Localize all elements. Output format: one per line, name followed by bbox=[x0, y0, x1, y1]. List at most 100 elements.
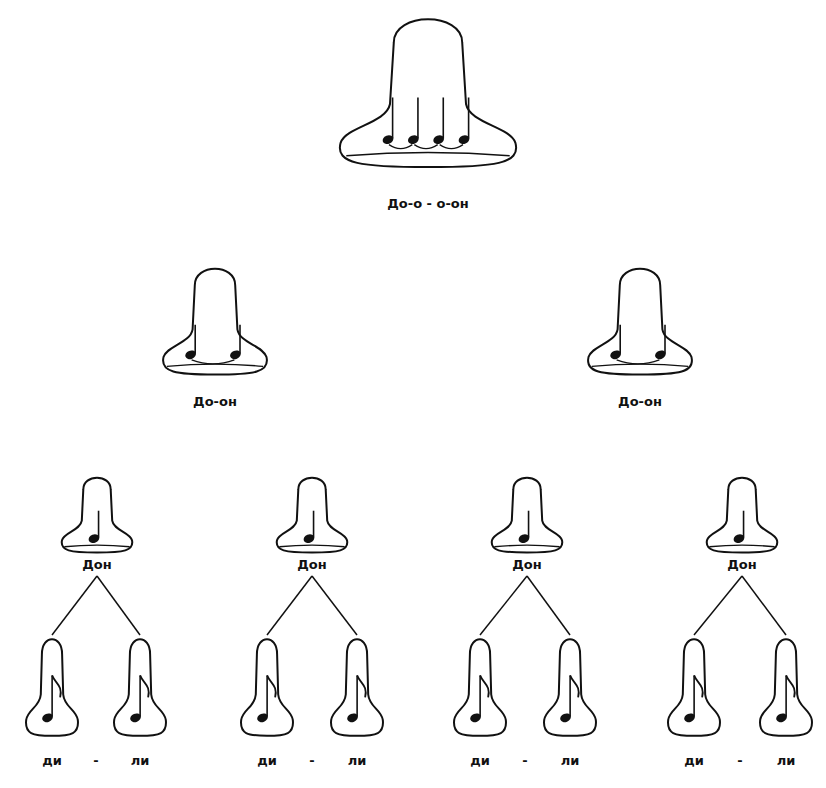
bell-shape bbox=[544, 639, 596, 736]
note-stem bbox=[356, 675, 358, 716]
note-flag bbox=[480, 675, 489, 697]
note-stem bbox=[313, 511, 315, 538]
bell-shape bbox=[26, 639, 78, 736]
bell-lip bbox=[592, 364, 688, 366]
bell-outline bbox=[489, 473, 565, 555]
note-stem bbox=[266, 675, 268, 716]
branch-line bbox=[480, 576, 527, 635]
bell-lip bbox=[279, 545, 344, 547]
bell-shape bbox=[492, 478, 563, 553]
bell-shape bbox=[340, 19, 516, 167]
bell-shape bbox=[588, 269, 692, 375]
bell-node: ди bbox=[24, 633, 80, 769]
syllable-text: Дон bbox=[704, 557, 780, 573]
bell-node: ди bbox=[666, 633, 722, 769]
bell-lip bbox=[64, 545, 129, 547]
syllable-text: ди bbox=[666, 753, 722, 769]
note-stem bbox=[468, 97, 470, 138]
syllable-text: Дон bbox=[489, 557, 565, 573]
bell-node: До-он bbox=[159, 262, 271, 410]
bell-outline bbox=[274, 473, 350, 555]
note-flag bbox=[570, 675, 579, 697]
note-stem bbox=[442, 97, 444, 138]
syllable-dash: - bbox=[522, 753, 527, 769]
note-stem bbox=[239, 325, 241, 354]
bell-outline bbox=[329, 633, 385, 739]
syllable-text: ди bbox=[24, 753, 80, 769]
branch-line bbox=[267, 576, 312, 635]
note-stem bbox=[51, 675, 53, 716]
bell-shape bbox=[760, 639, 812, 736]
bell-shape bbox=[114, 639, 166, 736]
bell-shape bbox=[454, 639, 506, 736]
branch-line bbox=[97, 576, 140, 635]
note-stem bbox=[139, 675, 141, 716]
syllable-dash: - bbox=[309, 753, 314, 769]
note-stem bbox=[392, 97, 394, 138]
branch-line bbox=[742, 576, 786, 635]
bell-shape bbox=[163, 269, 267, 375]
bell-node: ли bbox=[329, 633, 385, 769]
bell-outline bbox=[112, 633, 168, 739]
bell-lip bbox=[709, 545, 774, 547]
branch-line bbox=[312, 576, 357, 635]
note-flag bbox=[140, 675, 149, 697]
note-stem bbox=[417, 97, 419, 138]
syllable-text: ди bbox=[452, 753, 508, 769]
bell-node: Дон bbox=[489, 473, 565, 573]
bell-shape bbox=[241, 639, 293, 736]
bell-node: Дон bbox=[59, 473, 135, 573]
bell-lip bbox=[346, 153, 509, 156]
note-tie bbox=[617, 360, 660, 364]
branch-line bbox=[694, 576, 742, 635]
syllable-text: До-он bbox=[159, 394, 271, 410]
bell-outline bbox=[542, 633, 598, 739]
bell-node: ди bbox=[452, 633, 508, 769]
syllable-dash: - bbox=[93, 753, 98, 769]
syllable-text: Дон bbox=[274, 557, 350, 573]
note-flag bbox=[52, 675, 61, 697]
note-tie bbox=[389, 145, 412, 149]
syllable-text: ли bbox=[542, 753, 598, 769]
note-tie bbox=[192, 360, 235, 364]
bell-shape bbox=[277, 478, 348, 553]
bell-node: ли bbox=[112, 633, 168, 769]
note-flag bbox=[267, 675, 276, 697]
bell-node: До-он bbox=[584, 262, 696, 410]
bell-node: Дон bbox=[704, 473, 780, 573]
note-stem bbox=[619, 325, 621, 354]
syllable-text: ли bbox=[758, 753, 814, 769]
bell-outline bbox=[59, 473, 135, 555]
bell-node: ли bbox=[542, 633, 598, 769]
bell-shape bbox=[668, 639, 720, 736]
note-flag bbox=[786, 675, 795, 697]
bell-node: ди bbox=[239, 633, 295, 769]
bell-node: Дон bbox=[274, 473, 350, 573]
syllable-text: ли bbox=[112, 753, 168, 769]
note-stem bbox=[528, 511, 530, 538]
bell-outline bbox=[24, 633, 80, 739]
bell-outline bbox=[452, 633, 508, 739]
bell-outline bbox=[584, 262, 696, 378]
note-flag bbox=[694, 675, 703, 697]
syllable-dash: - bbox=[737, 753, 742, 769]
bell-outline bbox=[704, 473, 780, 555]
bell-node: ли bbox=[758, 633, 814, 769]
bell-lip bbox=[167, 364, 263, 366]
bell-shape bbox=[707, 478, 778, 553]
note-tie bbox=[414, 145, 437, 149]
note-stem bbox=[693, 675, 695, 716]
syllable-text: До-он bbox=[584, 394, 696, 410]
bell-outline bbox=[666, 633, 722, 739]
syllable-text: До-о - о-он bbox=[333, 196, 523, 212]
note-stem bbox=[743, 511, 745, 538]
note-stem bbox=[194, 325, 196, 354]
note-stem bbox=[785, 675, 787, 716]
syllable-text: ди bbox=[239, 753, 295, 769]
bell-lip bbox=[494, 545, 559, 547]
syllable-text: ли bbox=[329, 753, 385, 769]
bell-node: До-о - о-он bbox=[333, 10, 523, 212]
bell-outline bbox=[758, 633, 814, 739]
bell-shape bbox=[62, 478, 133, 553]
bell-outline bbox=[239, 633, 295, 739]
